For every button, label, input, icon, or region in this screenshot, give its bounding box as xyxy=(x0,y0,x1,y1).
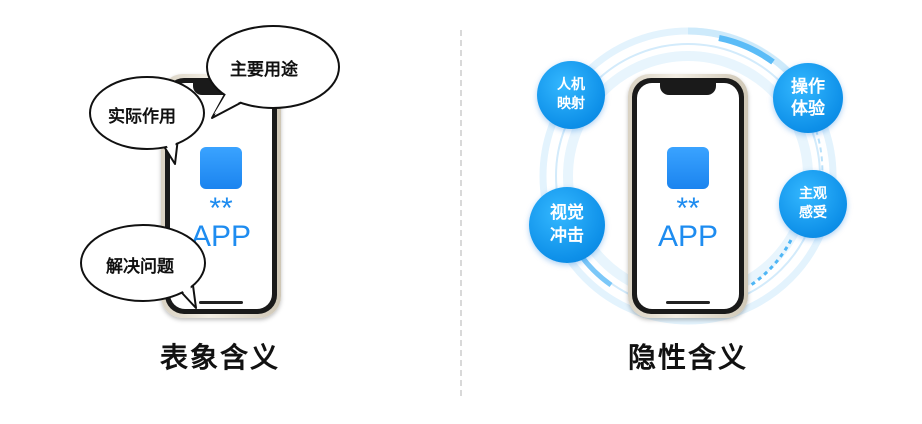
app-label: APP xyxy=(190,220,252,253)
phone-mockup: ** APP xyxy=(628,74,748,318)
caption-explicit-meaning: 表象含义 xyxy=(159,341,280,374)
bubble-label-actual-effect: 实际作用 xyxy=(108,107,176,127)
circle-visual-impact: 视觉 冲击 xyxy=(529,187,605,263)
speech-bubble-actual-effect xyxy=(89,76,205,165)
speech-bubble-solve-problem xyxy=(80,224,206,309)
phone-screen: ** APP xyxy=(637,83,739,309)
circle-label-visual-impact: 视觉 冲击 xyxy=(550,203,584,246)
app-icon xyxy=(200,147,242,189)
speech-bubble-main-use xyxy=(206,25,340,119)
home-indicator xyxy=(199,301,243,304)
speech-bubbles xyxy=(80,25,340,309)
circle-label-human-machine-mapping: 人机 映射 xyxy=(557,77,585,112)
implicit-meaning-panel: ** APP 人机 映射 操作 体验 视觉 冲击 主观 感受 隐性含义 xyxy=(461,0,922,424)
app-name: ** APP xyxy=(637,192,739,253)
caption-implicit-meaning: 隐性含义 xyxy=(627,341,748,374)
circle-human-machine-mapping: 人机 映射 xyxy=(537,61,605,129)
app-stars: ** xyxy=(676,192,700,225)
app-icon xyxy=(667,147,709,189)
bubble-label-solve-problem: 解决问题 xyxy=(106,257,174,277)
circle-label-operation-experience: 操作 体验 xyxy=(791,77,825,119)
app-name: ** APP xyxy=(170,192,272,253)
circle-label-subjective-feeling: 主观 感受 xyxy=(799,186,827,221)
app-label: APP xyxy=(657,220,719,253)
phone-notch xyxy=(660,83,716,95)
explicit-meaning-panel: ** APP 主要用途 实际作用 解决问题 表象含义 xyxy=(80,25,340,374)
center-divider xyxy=(460,30,462,396)
bubble-label-main-use: 主要用途 xyxy=(230,60,298,80)
circle-subjective-feeling: 主观 感受 xyxy=(779,170,847,238)
circle-operation-experience: 操作 体验 xyxy=(773,63,843,133)
home-indicator xyxy=(666,301,710,304)
app-stars: ** xyxy=(209,192,233,225)
